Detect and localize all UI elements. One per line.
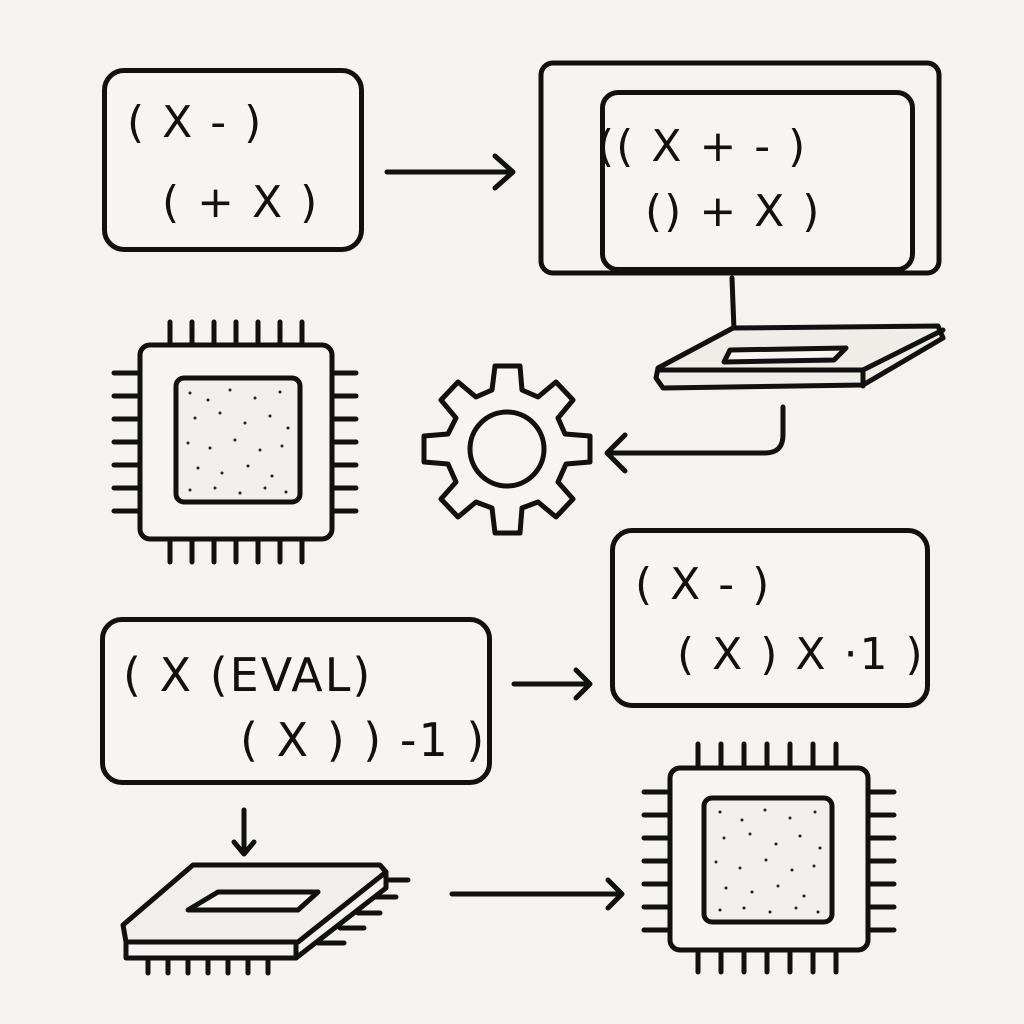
expression-line-1: ( X - ) [127,97,264,148]
screen-line-1: (( X + - ) [597,121,808,172]
arrow-down-icon [231,807,257,857]
monitor-icon [538,60,946,391]
expression-box-1: ( X - ) ( + X ) [102,68,364,252]
expression-box-eval: ( X (EVAL) ( X ) ) -1 ) [100,617,492,785]
expression-line-2: ( + X ) [162,177,320,228]
arrow-right-icon [449,877,625,911]
cpu-chip-icon [641,741,897,975]
box2-line-2: ( X ) X ·1 ) [677,629,925,680]
eval-line-2: ( X ) ) -1 ) [240,713,487,767]
monitor-screen: (( X + - ) () + X ) [597,90,915,272]
screen-line-2: () + X ) [645,186,822,237]
arrow-right-icon [384,153,516,191]
arrow-left-icon [604,404,786,474]
eval-line-1: ( X (EVAL) [123,648,373,702]
cpu-chip-icon [111,319,359,565]
expression-box-2: ( X - ) ( X ) X ·1 ) [610,528,930,708]
box2-line-1: ( X - ) [635,559,772,610]
monitor: (( X + - ) () + X ) [538,60,948,400]
gear-icon [421,363,593,536]
arrow-right-icon [511,667,593,701]
chip-perspective-icon [120,862,411,976]
